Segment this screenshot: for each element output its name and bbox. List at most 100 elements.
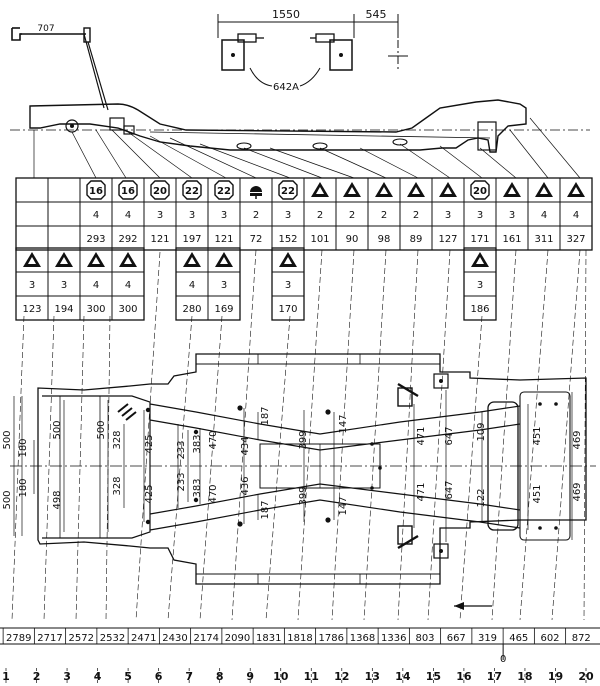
symbol-tri-icon — [439, 182, 457, 197]
dimension-label: 383 — [192, 434, 203, 453]
table-count: 3 — [445, 210, 451, 221]
table-count: 2 — [381, 210, 387, 221]
table-value: 152 — [278, 234, 297, 245]
dimension-label: 471 — [416, 482, 427, 501]
point-number: 5 — [124, 670, 132, 683]
point-number: 9 — [246, 670, 254, 683]
point-number: 18 — [517, 670, 532, 683]
table-value: 169 — [214, 304, 233, 315]
symbol-size-label: 16 — [89, 186, 103, 197]
table-count: 4 — [541, 210, 547, 221]
symbol-tri-icon — [375, 182, 393, 197]
parts-table: 1642931642922031212231972231212722231522… — [15, 177, 593, 321]
scale-value: 1786 — [319, 633, 344, 644]
scale-value: 602 — [540, 633, 559, 644]
symbol-16-icon: 16 — [118, 180, 138, 200]
point-number: 6 — [155, 670, 163, 683]
dimension-label: 180 — [18, 478, 29, 497]
dimension-label: 451 — [532, 484, 543, 503]
table-value: 197 — [182, 234, 201, 245]
point-number: 3 — [63, 670, 71, 683]
table-value: 194 — [54, 304, 73, 315]
scale-value: 2717 — [37, 633, 62, 644]
point-number: 2 — [33, 670, 41, 683]
dimension-label: 233 — [176, 440, 187, 459]
symbol-tri-icon — [311, 182, 329, 197]
plan-dimensions: 5005001801805004985003283284254252332333… — [2, 406, 583, 519]
side-view-leaders — [33, 117, 581, 179]
dimension-label: 498 — [52, 490, 63, 509]
scale-value: 2789 — [6, 633, 31, 644]
point-number: 14 — [395, 670, 411, 683]
table-count: 3 — [29, 280, 35, 291]
gauge-707: 707 — [11, 24, 109, 111]
table-value: 127 — [438, 234, 457, 245]
dimension-label: 434 — [240, 436, 251, 455]
symbol-20-icon: 20 — [150, 180, 170, 200]
dimension-label: 647 — [444, 426, 455, 445]
symbol-16-icon: 16 — [86, 180, 106, 200]
table-count: 3 — [221, 280, 227, 291]
table-count: 4 — [125, 210, 131, 221]
dimension-label: 470 — [208, 484, 219, 503]
dimension-label: 180 — [18, 438, 29, 457]
table-value: 170 — [278, 304, 297, 315]
dimension-label: 425 — [144, 434, 155, 453]
symbol-tri-icon — [535, 182, 553, 197]
table-count: 3 — [189, 210, 195, 221]
symbol-size-label: 22 — [185, 186, 199, 197]
side-view — [10, 99, 590, 153]
table-count: 3 — [509, 210, 515, 221]
dimension-label: 451 — [532, 426, 543, 445]
dimension-label: 469 — [572, 482, 583, 501]
table-count: 3 — [61, 280, 67, 291]
symbol-tri-icon — [567, 182, 585, 197]
symbol-size-label: 20 — [153, 186, 167, 197]
zero-label: 0 — [500, 654, 506, 665]
table-count: 4 — [189, 280, 195, 291]
table-value: 293 — [86, 234, 105, 245]
table-value: 123 — [22, 304, 41, 315]
symbol-tri-icon — [215, 252, 233, 267]
table-count: 2 — [413, 210, 419, 221]
scale-value: 2090 — [225, 633, 250, 644]
table-count: 2 — [349, 210, 355, 221]
scale-value: 1336 — [381, 633, 406, 644]
table-value: 101 — [310, 234, 329, 245]
label-707: 707 — [37, 24, 54, 34]
point-number: 8 — [216, 670, 224, 683]
table-value: 72 — [250, 234, 263, 245]
dimension-label: 469 — [572, 430, 583, 449]
point-number: 16 — [456, 670, 472, 683]
dimension-label: 500 — [2, 430, 13, 449]
dim-1550: 1550 — [272, 8, 300, 21]
point-number: 13 — [365, 670, 380, 683]
table-count: 3 — [477, 210, 483, 221]
symbol-size-label: 20 — [473, 186, 487, 197]
symbol-size-label: 16 — [121, 186, 135, 197]
dimension-label: 187 — [260, 406, 271, 425]
point-number: 4 — [94, 670, 102, 683]
dimension-label: 647 — [444, 480, 455, 499]
table-count: 3 — [477, 280, 483, 291]
table-value: 186 — [470, 304, 489, 315]
dimension-label: 425 — [144, 484, 155, 503]
dim-545: 545 — [366, 8, 387, 21]
symbol-tri-icon — [471, 252, 489, 267]
scale-value: 2430 — [162, 633, 187, 644]
dimension-label: 233 — [176, 472, 187, 491]
symbol-tri-icon — [55, 252, 73, 267]
measuring-bridge: 1550 545 642A — [217, 8, 408, 93]
scale-value: 803 — [415, 633, 434, 644]
symbol-tri-icon — [183, 252, 201, 267]
dimension-label: 500 — [96, 420, 107, 439]
dimension-label: 470 — [208, 430, 219, 449]
dimension-label: 436 — [240, 476, 251, 495]
dimension-label: 328 — [112, 430, 123, 449]
table-count: 4 — [93, 280, 99, 291]
scale-value: 1368 — [350, 633, 375, 644]
table-value: 280 — [182, 304, 201, 315]
symbol-tri-icon — [279, 252, 297, 267]
table-count: 3 — [221, 210, 227, 221]
